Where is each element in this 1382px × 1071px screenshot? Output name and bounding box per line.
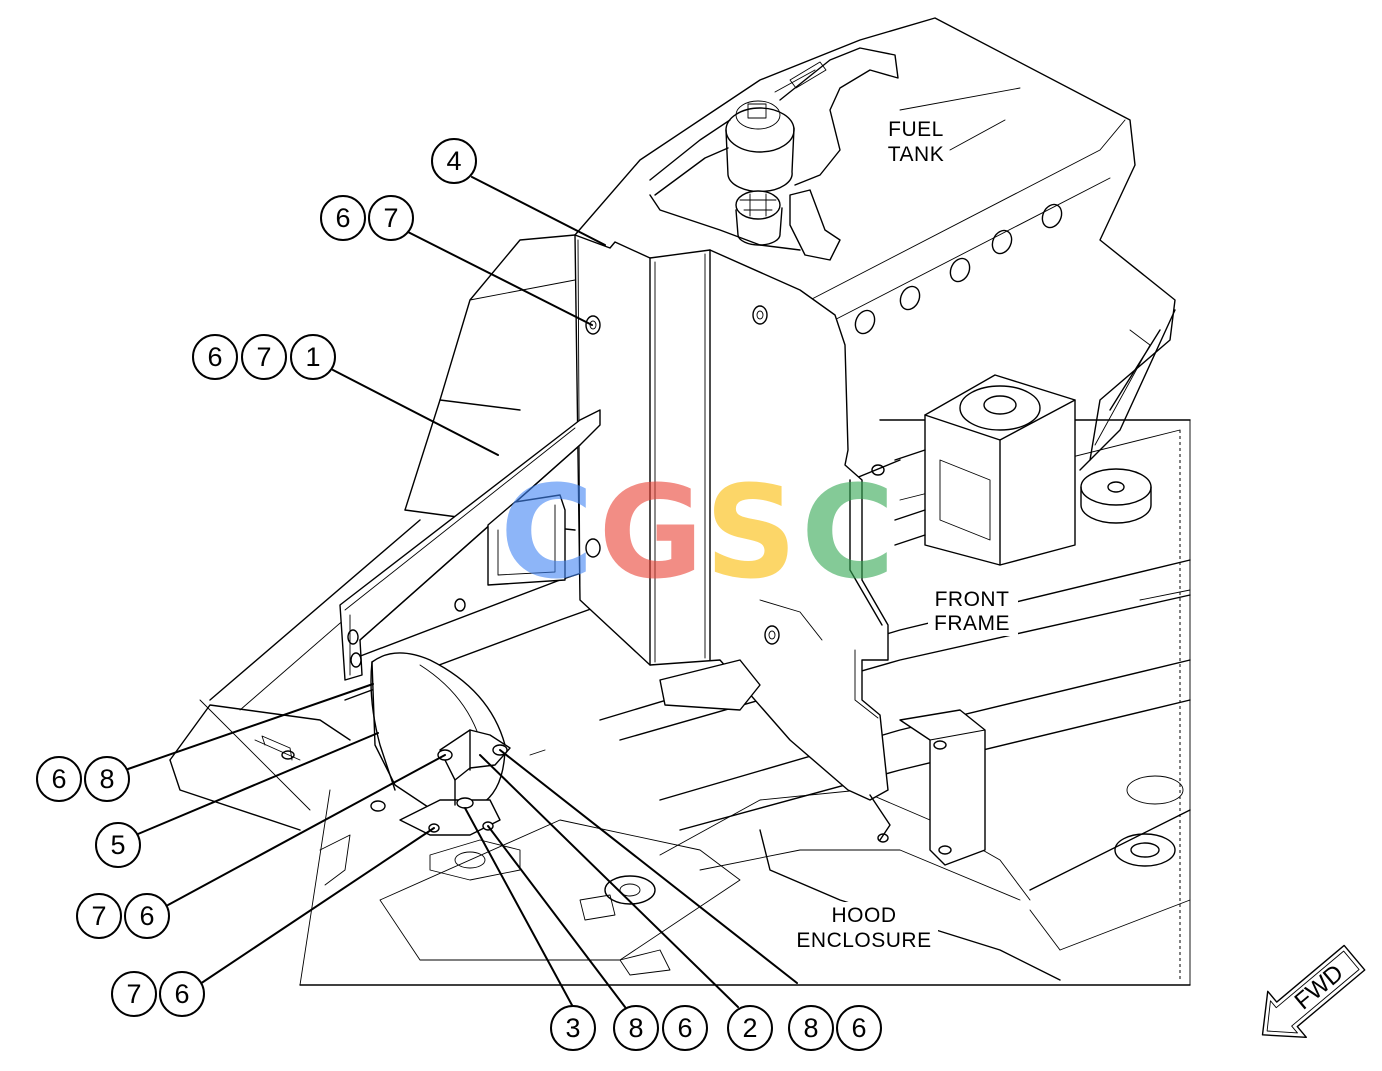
callout-circle [662,1005,708,1051]
callout-number: 5 [110,830,125,860]
callout-number: 2 [742,1013,757,1043]
callout-circle [95,822,141,868]
callout-circle [124,893,170,939]
callout-number: 7 [256,342,271,372]
callout-number: 7 [126,979,141,1009]
callout-8-6-right: 8 6 [788,1005,882,1051]
leader-line [464,807,574,1008]
callout-circle [290,334,336,380]
front-frame-label-line1: FRONT [935,588,1010,611]
callout-5: 5 [95,822,141,868]
callout-circle [550,1005,596,1051]
fwd-arrow-icon [1261,944,1366,1038]
callout-number: 4 [446,146,461,176]
callout-circle [84,756,130,802]
callout-3: 3 [550,1005,596,1051]
leader-lines [127,176,798,1008]
callout-circle [76,893,122,939]
hood-enclosure-label: HOOD ENCLOSURE [790,902,938,954]
leader-line [167,754,446,906]
hood-enclosure-label-line2: ENCLOSURE [796,929,931,952]
callout-6-7-1: 6 7 1 [192,334,336,380]
callout-2: 2 [727,1005,773,1051]
callout-number: 6 [851,1013,866,1043]
watermark-letter: G [598,459,703,608]
front-frame-outline [344,374,1191,986]
callout-circle [192,334,238,380]
leader-line [471,176,606,246]
callout-number: 6 [139,901,154,931]
callout-number: 7 [91,901,106,931]
callout-circle [788,1005,834,1051]
callout-circle [159,971,205,1017]
callout-circle [111,971,157,1017]
front-frame-label-line2: FRAME [934,612,1010,635]
callout-circle [727,1005,773,1051]
callout-circle [613,1005,659,1051]
callout-6-7: 6 7 [320,195,414,241]
watermark-letter: C [801,459,895,608]
callout-number: 8 [99,764,114,794]
callout-number: 8 [803,1013,818,1043]
leader-line [332,369,499,456]
callout-7-6-upper: 7 6 [76,893,170,939]
callout-number: 6 [51,764,66,794]
watermark-letter: S [705,459,797,608]
fuel-tank-outline [574,17,1176,471]
fwd-direction-arrow: FWD [1261,944,1366,1038]
fuel-tank-label-line2: TANK [888,143,944,166]
leader-line [499,749,798,984]
fuel-tank-label-line1: FUEL [888,118,944,141]
leader-line [407,231,593,326]
callout-6-8: 6 8 [36,756,130,802]
callout-circle [368,195,414,241]
callout-7-6-lower: 7 6 [111,971,205,1017]
fuel-tank-label: FUEL TANK [884,114,948,166]
callout-number: 8 [628,1013,643,1043]
fuel-cap [649,47,899,261]
callout-circle [431,138,477,184]
callout-circle [241,334,287,380]
callout-number: 1 [305,342,320,372]
callout-circle [320,195,366,241]
callout-number: 6 [335,203,350,233]
front-frame-label: FRONT FRAME [928,586,1018,636]
callout-number: 6 [174,979,189,1009]
leader-line [127,683,374,770]
callout-number: 6 [207,342,222,372]
hood-enclosure-outline [169,430,1191,986]
watermark: C G S C [500,459,895,608]
watermark-letter: C [500,459,594,608]
callout-circle [836,1005,882,1051]
hood-enclosure-label-line1: HOOD [832,904,897,927]
callout-8-6-left: 8 6 [613,1005,708,1051]
leader-line [137,732,379,835]
leader-line [479,754,739,1008]
mounting-plate [574,234,891,843]
callout-circle [36,756,82,802]
leader-line [487,825,626,1008]
callout-number: 6 [677,1013,692,1043]
leader-line [199,827,435,985]
callout-4: 4 [431,138,477,184]
callout-number: 3 [565,1013,580,1043]
callout-number: 7 [383,203,398,233]
angled-bracket [339,409,601,681]
